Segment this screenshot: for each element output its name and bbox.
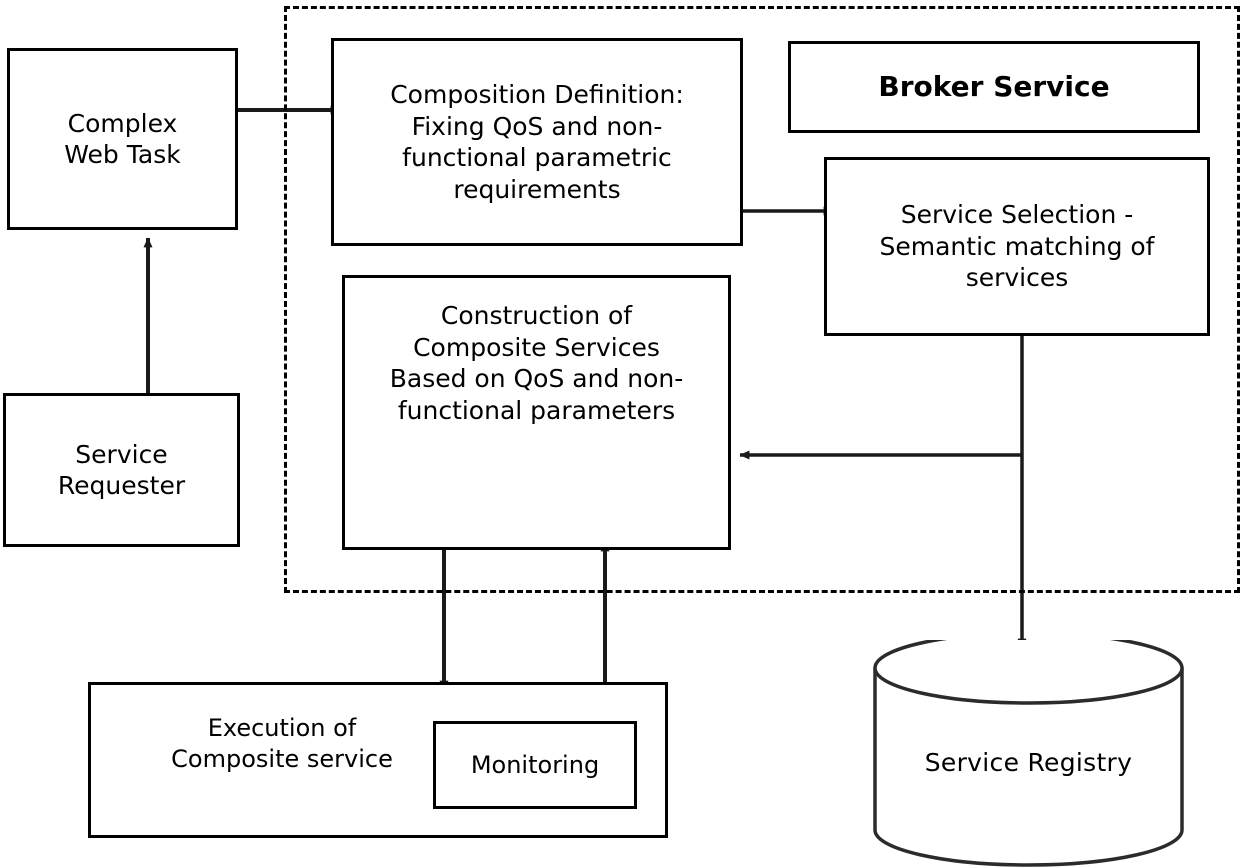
- service-selection-label: Service Selection - Semantic matching of…: [879, 200, 1155, 293]
- monitoring-label: Monitoring: [470, 750, 600, 779]
- composition-definition-label: Composition Definition: Fixing QoS and n…: [390, 80, 684, 204]
- broker-service-boundary: [284, 6, 1240, 593]
- node-service-registry[interactable]: Service Registry: [872, 640, 1185, 868]
- service-registry-label: Service Registry: [924, 748, 1133, 777]
- complex-web-task-label: Complex Web Task: [64, 108, 181, 170]
- node-execution-composite-service[interactable]: Execution of Composite service Monitorin…: [88, 682, 668, 838]
- node-broker-service[interactable]: Broker Service: [788, 41, 1200, 133]
- cylinder-shape: [873, 640, 1184, 867]
- node-construction-composite-services[interactable]: Construction of Composite Services Based…: [342, 275, 731, 550]
- execution-composite-service-label: Execution of Composite service: [171, 714, 393, 773]
- node-monitoring[interactable]: Monitoring: [433, 721, 637, 809]
- construction-composite-services-label: Construction of Composite Services Based…: [389, 301, 684, 425]
- node-complex-web-task[interactable]: Complex Web Task: [7, 48, 238, 230]
- node-service-selection[interactable]: Service Selection - Semantic matching of…: [824, 157, 1210, 336]
- node-service-requester[interactable]: Service Requester: [3, 393, 240, 547]
- broker-service-label: Broker Service: [878, 70, 1110, 104]
- node-composition-definition[interactable]: Composition Definition: Fixing QoS and n…: [331, 38, 743, 246]
- service-requester-label: Service Requester: [57, 439, 186, 501]
